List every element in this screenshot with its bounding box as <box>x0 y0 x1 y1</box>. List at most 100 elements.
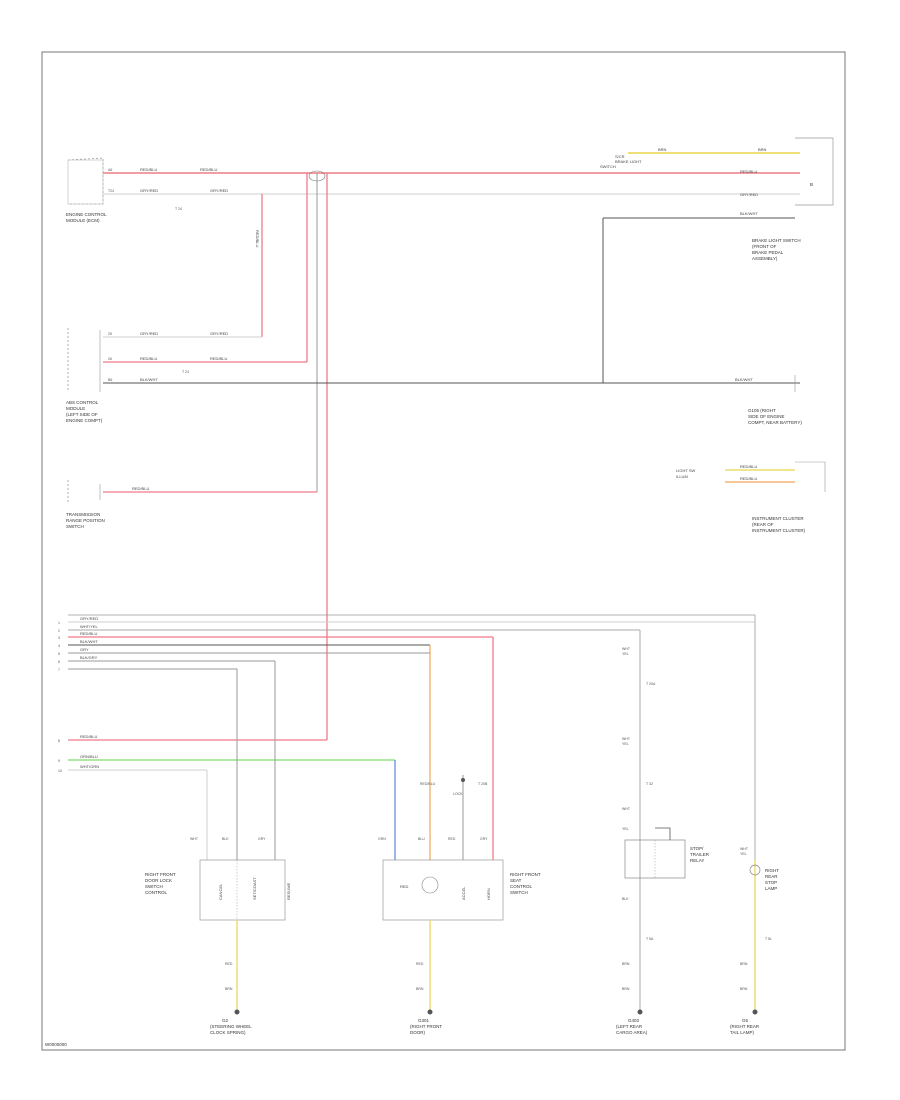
svg-text:BLK/WHT: BLK/WHT <box>740 211 758 216</box>
rear-lamp: RIGHT REAR STOP LAMP <box>749 864 779 891</box>
abs-control-module: ABS CONTROL MODULE (LEFT SIDE OF ENGINE … <box>66 328 103 423</box>
svg-text:T 5L: T 5L <box>765 937 772 941</box>
svg-text:G403: G403 <box>628 1018 640 1023</box>
svg-text:6: 6 <box>58 660 60 664</box>
svg-text:BRN: BRN <box>658 147 667 152</box>
svg-text:DOOR): DOOR) <box>410 1030 426 1035</box>
svg-text:GRY/RED: GRY/RED <box>210 188 228 193</box>
svg-text:RED/BLU: RED/BLU <box>740 169 757 174</box>
svg-text:ASSEMBLY): ASSEMBLY) <box>752 256 778 261</box>
harness-bracket <box>68 614 756 860</box>
svg-text:SIDE OF ENGINE: SIDE OF ENGINE <box>748 414 785 419</box>
svg-text:GRY: GRY <box>80 647 89 652</box>
svg-text:WHT: WHT <box>622 647 631 651</box>
svg-text:(REAR OF: (REAR OF <box>752 522 774 527</box>
svg-text:MODULE: MODULE <box>66 406 85 411</box>
engine-control-module: ENGINE CONTROL MODULE (ECM) <box>66 157 107 223</box>
brake-light-switch: B RED/BLU GRY/RED BLK/WHT BRAKE LIGHT SW… <box>740 137 834 261</box>
svg-text:RED/BLU: RED/BLU <box>140 356 157 361</box>
svg-text:TRAILER: TRAILER <box>690 852 710 857</box>
transmission-range-switch: TRANSMISSION RANGE POSITION SWITCH <box>66 480 105 529</box>
svg-text:B: B <box>810 182 813 187</box>
svg-text:BLK: BLK <box>222 837 229 841</box>
svg-text:WHT/YEL: WHT/YEL <box>80 624 99 629</box>
svg-text:BLK/WHT: BLK/WHT <box>80 639 98 644</box>
svg-text:WHT: WHT <box>740 847 749 851</box>
svg-text:GRN/BLU: GRN/BLU <box>80 754 98 759</box>
svg-text:COMPT, NEAR BATTERY): COMPT, NEAR BATTERY) <box>748 420 802 425</box>
svg-text:YEL: YEL <box>740 852 747 856</box>
svg-text:RED/BLU: RED/BLU <box>210 356 227 361</box>
svg-text:BLK/WHT: BLK/WHT <box>140 377 158 382</box>
svg-text:HORN: HORN <box>486 888 491 900</box>
svg-text:(LEFT REAR: (LEFT REAR <box>616 1024 643 1029</box>
svg-text:SWITCH: SWITCH <box>600 164 616 169</box>
svg-text:(LEFT SIDE OF: (LEFT SIDE OF <box>66 412 98 417</box>
svg-text:G2: G2 <box>222 1018 229 1023</box>
svg-text:T 24: T 24 <box>175 207 182 211</box>
svg-text:9: 9 <box>58 759 60 763</box>
svg-text:BRN: BRN <box>416 987 424 991</box>
svg-text:WHT: WHT <box>190 837 199 841</box>
svg-text:SWITCH: SWITCH <box>145 884 163 889</box>
svg-text:CANCEL: CANCEL <box>218 883 223 900</box>
svg-text:CONTROL: CONTROL <box>510 884 532 889</box>
ground-symbol-3 <box>637 1009 643 1015</box>
svg-text:RANGE POSITION: RANGE POSITION <box>66 518 105 523</box>
svg-text:ABS CONTROL: ABS CONTROL <box>66 400 99 405</box>
svg-text:T 32: T 32 <box>646 782 653 786</box>
svg-text:26: 26 <box>108 357 112 361</box>
svg-text:CARGO AREA): CARGO AREA) <box>616 1030 648 1035</box>
svg-text:YEL: YEL <box>622 652 629 656</box>
svg-text:4: 4 <box>58 644 60 648</box>
svg-text:T 20B: T 20B <box>478 782 488 786</box>
svg-text:S/CR: S/CR <box>615 154 625 159</box>
diagram-frame <box>41 51 846 1051</box>
svg-text:CLOCK SPRING): CLOCK SPRING) <box>210 1030 246 1035</box>
svg-text:T 24: T 24 <box>182 370 189 374</box>
svg-text:BLU: BLU <box>418 837 425 841</box>
svg-text:RED/BLU: RED/BLU <box>80 631 97 636</box>
svg-text:SWITCH: SWITCH <box>66 524 84 529</box>
svg-text:GRY: GRY <box>480 837 488 841</box>
svg-text:GRN: GRN <box>378 837 386 841</box>
svg-text:ILLUM: ILLUM <box>676 474 688 479</box>
svg-text:YEL: YEL <box>622 742 629 746</box>
svg-text:T 5A: T 5A <box>646 937 654 941</box>
svg-text:(RIGHT FRONT: (RIGHT FRONT <box>410 1024 442 1029</box>
svg-text:TRANSMISSION: TRANSMISSION <box>66 512 100 517</box>
svg-text:BRN: BRN <box>740 962 748 966</box>
svg-text:G105 (RIGHT: G105 (RIGHT <box>748 408 776 413</box>
svg-text:3: 3 <box>58 636 60 640</box>
svg-text:RED/BLU: RED/BLU <box>740 464 757 469</box>
svg-text:G301: G301 <box>418 1018 430 1023</box>
svg-text:GRY/RED: GRY/RED <box>80 616 98 621</box>
svg-text:RED/BLU: RED/BLU <box>140 167 157 172</box>
svg-text:ENGINE CONTROL: ENGINE CONTROL <box>66 212 107 217</box>
svg-text:BLK/WHT: BLK/WHT <box>735 377 753 382</box>
svg-text:2: 2 <box>58 629 60 633</box>
ground-symbol-4 <box>752 1009 758 1015</box>
svg-text:RED/BLU: RED/BLU <box>420 782 436 786</box>
svg-text:BRAKE LIGHT: BRAKE LIGHT <box>615 159 642 164</box>
ground-symbol-2 <box>427 1009 433 1015</box>
svg-text:(STEERING WHEEL: (STEERING WHEEL <box>210 1024 252 1029</box>
svg-text:RED/BLU: RED/BLU <box>255 230 260 247</box>
svg-text:T24: T24 <box>108 189 114 193</box>
svg-text:1: 1 <box>58 621 60 625</box>
svg-text:GRY/RED: GRY/RED <box>140 188 158 193</box>
svg-text:BRN: BRN <box>740 987 748 991</box>
svg-text:LAMP: LAMP <box>765 886 777 891</box>
svg-text:BRN: BRN <box>622 987 630 991</box>
svg-text:RED/BLU: RED/BLU <box>200 167 217 172</box>
svg-text:TAIL LAMP): TAIL LAMP) <box>730 1030 755 1035</box>
svg-text:BRAKE PEDAL: BRAKE PEDAL <box>752 250 784 255</box>
svg-text:10: 10 <box>58 769 62 773</box>
svg-text:LIGHT SW: LIGHT SW <box>676 468 695 473</box>
svg-text:(RIGHT REAR: (RIGHT REAR <box>730 1024 760 1029</box>
svg-text:INSTRUMENT CLUSTER: INSTRUMENT CLUSTER <box>752 516 804 521</box>
ground-splice-right: G105 (RIGHT SIDE OF ENGINE COMPT, NEAR B… <box>748 375 802 425</box>
ground-symbol-1 <box>234 1009 240 1015</box>
svg-text:MODULE (ECM): MODULE (ECM) <box>66 218 100 223</box>
